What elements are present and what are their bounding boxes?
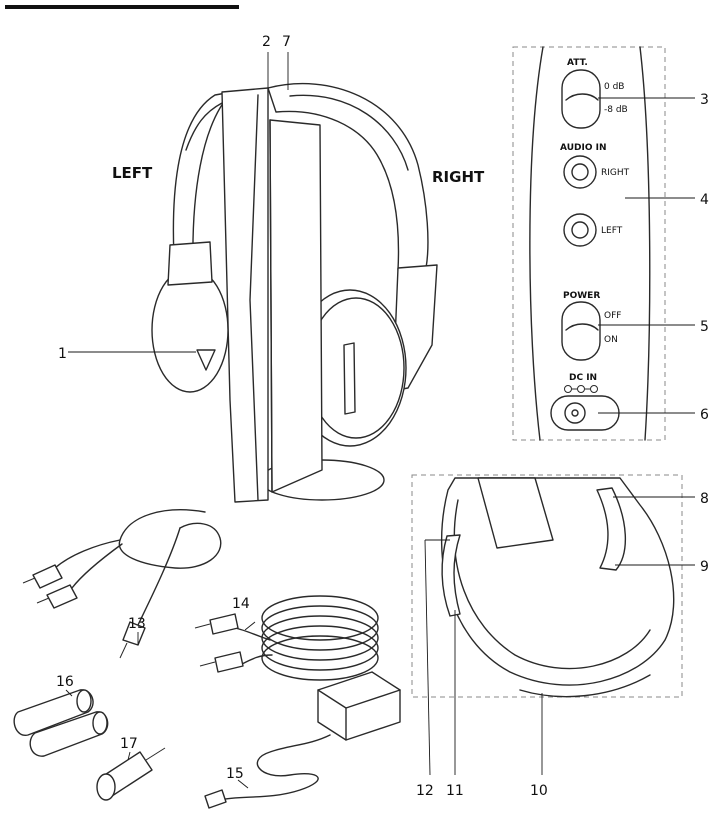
callout-4: 4 xyxy=(700,192,709,208)
panel-edge-right xyxy=(640,47,650,440)
callout-14: 14 xyxy=(232,596,250,612)
audio-in-label: AUDIO IN xyxy=(560,143,606,153)
callout-1: 1 xyxy=(58,346,67,362)
att-8db-label: -8 dB xyxy=(604,105,628,115)
callout-8: 8 xyxy=(700,491,709,507)
power-adapter xyxy=(205,672,400,808)
callout-3: 3 xyxy=(700,92,709,108)
left-label: LEFT xyxy=(112,164,153,182)
tower-front xyxy=(222,88,268,502)
headphones xyxy=(152,84,437,502)
control-panel: ATT. 0 dB -8 dB AUDIO IN RIGHT LEFT POWE… xyxy=(513,47,665,440)
callout-12: 12 xyxy=(416,783,434,799)
callout-17: 17 xyxy=(120,736,138,752)
earcup-detail xyxy=(412,475,682,697)
callout-13: 13 xyxy=(128,616,146,632)
header-bar xyxy=(5,5,239,9)
left-slider xyxy=(168,242,212,285)
coiled-cable xyxy=(195,596,378,680)
audio-left-jack xyxy=(564,214,596,246)
left-earcup xyxy=(152,268,228,392)
callout-9: 9 xyxy=(700,559,709,575)
power-off-label: OFF xyxy=(604,311,621,321)
stand-column xyxy=(270,120,322,492)
callout-7: 7 xyxy=(282,34,291,50)
power-on-label: ON xyxy=(604,335,618,345)
callout-15: 15 xyxy=(226,766,244,782)
dc-polarity-icon xyxy=(565,386,598,393)
rca-cable xyxy=(23,510,221,658)
power-switch xyxy=(562,302,600,360)
right-label: RIGHT xyxy=(432,168,485,186)
power-label: POWER xyxy=(563,291,600,301)
batteries xyxy=(14,690,108,756)
callout-16: 16 xyxy=(56,674,74,690)
adapter-plug xyxy=(97,748,165,800)
dc-in-label: DC IN xyxy=(569,373,597,383)
audio-right-label: RIGHT xyxy=(601,168,630,178)
detail-earcup xyxy=(442,478,674,685)
callout-11: 11 xyxy=(446,783,464,799)
audio-left-label: LEFT xyxy=(601,226,623,236)
audio-right-jack xyxy=(564,156,596,188)
callout-2: 2 xyxy=(262,34,271,50)
callout-5: 5 xyxy=(700,319,709,335)
right-earcup-slot xyxy=(344,343,355,414)
att-label: ATT. xyxy=(567,58,588,68)
panel-edge-left xyxy=(530,47,543,440)
callout-6: 6 xyxy=(700,407,709,423)
callout-10: 10 xyxy=(530,783,548,799)
att-0db-label: 0 dB xyxy=(604,82,624,92)
